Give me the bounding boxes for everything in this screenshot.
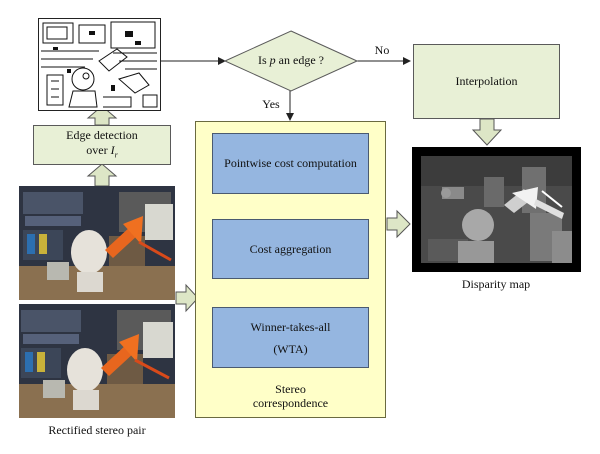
block-arrow-right-right bbox=[386, 209, 411, 239]
wta-label-line1: Winner-takes-all bbox=[250, 319, 331, 334]
disparity-map-image bbox=[412, 147, 581, 272]
edge-detection-line1: Edge detection bbox=[66, 127, 138, 142]
disparity-map-drawing bbox=[421, 156, 572, 263]
interpolation-box: Interpolation bbox=[413, 44, 560, 119]
block-arrow-right-left bbox=[175, 283, 199, 313]
decision-label: Is p an edge ? bbox=[258, 53, 324, 67]
edge-map-image bbox=[38, 18, 161, 111]
block-arrow-up-bottom bbox=[86, 163, 118, 187]
branch-yes-label: Yes bbox=[262, 97, 280, 111]
disparity-map-label: Disparity map bbox=[461, 277, 531, 291]
block-arrow-up-top bbox=[86, 105, 118, 126]
pointwise-cost-box: Pointwise cost computation bbox=[212, 133, 369, 194]
stereo-right-image bbox=[19, 304, 175, 418]
decision-diamond bbox=[224, 30, 358, 92]
edge-detection-line2: over Ir bbox=[86, 142, 118, 160]
stereo-left-drawing bbox=[19, 186, 175, 300]
pointwise-cost-label: Pointwise cost computation bbox=[224, 156, 357, 170]
block-arrow-down bbox=[471, 118, 503, 146]
wta-box: Winner-takes-all (WTA) bbox=[212, 307, 369, 368]
interpolation-label: Interpolation bbox=[455, 74, 518, 88]
branch-no-label: No bbox=[374, 43, 390, 57]
edge-detection-box: Edge detection over Ir bbox=[33, 125, 171, 165]
cost-aggregation-box: Cost aggregation bbox=[212, 219, 369, 279]
stereo-right-drawing bbox=[19, 304, 175, 418]
wta-label-line2: (WTA) bbox=[273, 341, 308, 356]
stereo-correspondence-label: Stereo correspondence bbox=[252, 382, 329, 410]
stereo-pair-label: Rectified stereo pair bbox=[48, 423, 146, 437]
stereo-left-image bbox=[19, 186, 175, 300]
cost-aggregation-label: Cost aggregation bbox=[249, 241, 332, 256]
edge-map-drawing bbox=[41, 21, 158, 108]
